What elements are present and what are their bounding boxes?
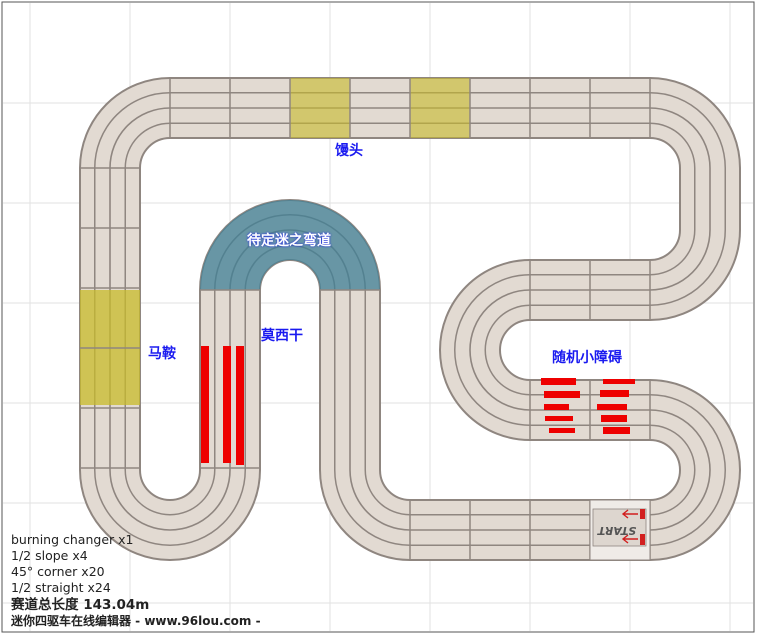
label-top-section: 馒头 [335, 143, 363, 159]
obstacle-bar [201, 346, 209, 463]
legend-item: 45° corner x20 [11, 564, 105, 579]
start-piece: START [589, 499, 651, 561]
obstacle [544, 404, 569, 410]
obstacle-bar [236, 346, 244, 465]
start-label: START [596, 524, 636, 537]
slope-top-1 [290, 78, 350, 138]
total-length-label: 赛道总长度 [11, 597, 79, 613]
obstacle [603, 427, 630, 434]
obstacle-bar [223, 346, 231, 463]
obstacle [545, 416, 573, 421]
parts-legend: burning changer x1 1/2 slope x4 45° corn… [11, 532, 261, 629]
label-left-section: 马鞍 [148, 346, 176, 362]
slope-top-2 [410, 78, 470, 138]
label-obstacle-section: 随机小障碍 [552, 350, 622, 366]
legend-item: 1/2 straight x24 [11, 580, 111, 595]
arrow-left-icon [621, 534, 638, 544]
obstacles [201, 346, 635, 465]
obstacle [544, 391, 580, 398]
burning-changer-arch [200, 200, 380, 290]
label-middle-section: 莫西干 [261, 328, 303, 344]
obstacle [541, 378, 576, 385]
obstacle [603, 379, 635, 384]
obstacle [600, 390, 629, 397]
total-length-value: 143.04m [83, 597, 150, 613]
site-credit: 迷你四驱车在线编辑器 - www.96lou.com - [11, 614, 261, 628]
total-length: 赛道总长度 143.04m [11, 597, 261, 613]
legend-item: 1/2 slope x4 [11, 548, 88, 563]
obstacle [549, 428, 575, 433]
obstacle [597, 404, 627, 410]
label-arch-section: 待定迷之弯道 [247, 233, 331, 249]
legend-item: burning changer x1 [11, 532, 134, 547]
arrow-left-icon [621, 509, 638, 519]
obstacle [601, 415, 627, 422]
